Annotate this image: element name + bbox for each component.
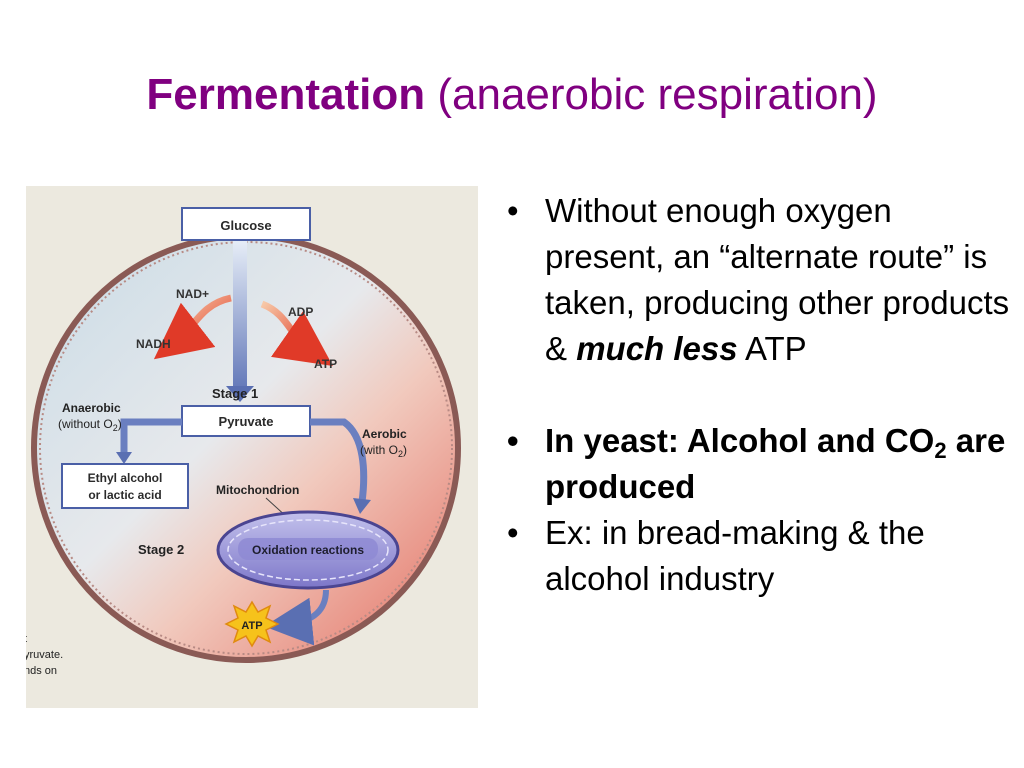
atp-arrow <box>260 300 333 367</box>
bullet-example: Ex: in bread-making & the alcohol indust… <box>503 510 1013 602</box>
nadh-label: NADH <box>136 337 171 351</box>
glucose-label: Glucose <box>220 218 271 233</box>
stage1-label: Stage 1 <box>212 386 258 401</box>
without-o2-label: (without O2) <box>58 417 122 433</box>
mitochondrion-cristae <box>227 519 389 581</box>
bullet2-post: are produced <box>545 422 1006 505</box>
with-o2-label: (with O2) <box>360 443 407 459</box>
title-bold: Fermentation <box>146 70 426 119</box>
atp-top-label: ATP <box>314 357 337 371</box>
atp-bottom-label: ATP <box>241 620 262 632</box>
cut-text-1: t <box>26 633 27 645</box>
pyruvate-box <box>181 405 311 437</box>
glucose-box <box>181 207 311 241</box>
anaerobic-arrowhead <box>116 452 132 464</box>
bullet1-text: Without enough oxygen present, an “alter… <box>545 192 1010 367</box>
bullet-without-oxygen: Without enough oxygen present, an “alter… <box>503 188 1013 372</box>
title-subtitle: (anaerobic respiration) <box>437 70 878 119</box>
oxidation-band <box>238 538 378 560</box>
adp-label: ADP <box>288 305 313 319</box>
bullet-list: Without enough oxygen present, an “alter… <box>503 188 1013 602</box>
aerobic-arrow <box>310 418 368 503</box>
fermentation-diagram: Glucose NAD+ NADH ADP ATP Stage 1 Pyruva… <box>26 186 478 708</box>
nad-plus-label: NAD+ <box>176 287 209 301</box>
bullet3-text: Ex: in bread-making & the alcohol indust… <box>545 514 925 597</box>
oxidation-label: Oxidation reactions <box>252 543 364 557</box>
cut-text-3: nds on <box>26 665 57 677</box>
diagram-svg: Glucose NAD+ NADH ADP ATP Stage 1 Pyruva… <box>26 207 461 677</box>
aerobic-arrowhead <box>353 498 371 514</box>
product-line2: or lactic acid <box>88 488 161 502</box>
stage1-arrowhead <box>226 386 254 402</box>
atp-output-arrow <box>264 589 329 646</box>
nad-arrow <box>153 294 232 360</box>
mitochondrion-label: Mitochondrion <box>216 483 299 497</box>
product-box <box>61 463 189 509</box>
slide-title: Fermentation (anaerobic respiration) <box>0 70 1024 120</box>
bullet1-end: ATP <box>737 330 807 367</box>
bullet1-emphasis: much less <box>576 330 738 367</box>
anaerobic-arrow <box>120 418 182 456</box>
atp-burst-icon <box>224 600 280 648</box>
stage1-arrow <box>233 241 247 391</box>
bullet2-pre: In yeast: Alcohol and CO <box>545 422 935 459</box>
stage2-label: Stage 2 <box>138 542 184 557</box>
anaerobic-label: Anaerobic <box>62 401 121 415</box>
bullet-yeast: In yeast: Alcohol and CO2 are produced <box>503 418 1013 510</box>
product-line1: Ethyl alcohol <box>88 471 163 485</box>
pyruvate-label: Pyruvate <box>219 414 274 429</box>
aerobic-label: Aerobic <box>362 427 407 441</box>
bullet2-sub: 2 <box>934 438 947 463</box>
cut-text-2: yruvate. <box>26 649 63 661</box>
